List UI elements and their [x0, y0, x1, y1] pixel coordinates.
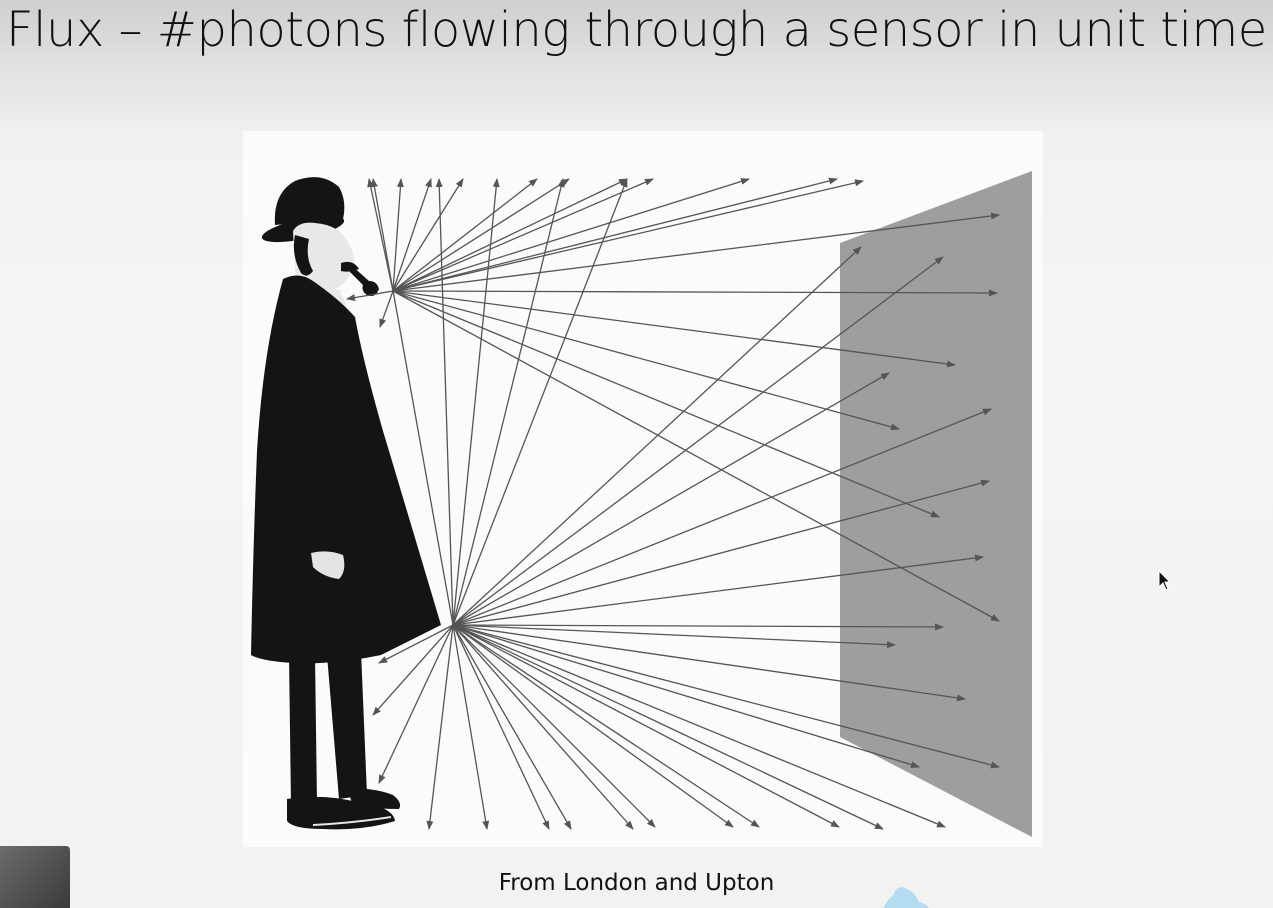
light-ray: [392, 290, 956, 368]
light-ray: [392, 177, 838, 292]
light-ray: [392, 178, 750, 292]
light-ray: [452, 624, 966, 702]
mouse-pointer-icon: [1158, 570, 1172, 591]
light-ray: [392, 178, 538, 292]
light-ray: [452, 624, 634, 830]
light-ray: [426, 624, 454, 830]
person-silhouette: [251, 177, 441, 830]
light-ray: [392, 178, 404, 292]
light-ray: [452, 624, 896, 649]
light-ray: [392, 179, 864, 292]
light-ray: [379, 290, 394, 328]
light-ray: [346, 290, 394, 302]
light-ray: [452, 554, 984, 626]
video-thumbnail: [0, 846, 70, 908]
light-ray: [372, 624, 454, 716]
figure-caption: From London and Upton: [498, 870, 775, 896]
light-ray: [392, 178, 432, 292]
light-ray: [378, 624, 454, 664]
light-ray: [452, 624, 1000, 769]
light-ray: [452, 624, 550, 830]
light-ray: [392, 290, 900, 431]
light-ray: [452, 624, 490, 830]
light-ray: [452, 246, 862, 626]
light-ray: [452, 624, 572, 830]
light-ray: [452, 178, 500, 626]
light-ray: [452, 624, 884, 830]
light-ray: [452, 624, 656, 828]
light-ray: [435, 178, 454, 626]
light-ray: [392, 178, 570, 292]
light-ray: [452, 624, 840, 828]
slide-title: Flux – #photons flowing through a sensor…: [6, 2, 1267, 58]
light-ray: [392, 178, 464, 292]
light-ray: [392, 178, 628, 292]
light-ray: [452, 178, 628, 626]
light-ray: [452, 623, 944, 631]
decorative-cloud-icon: [883, 887, 929, 908]
light-ray: [392, 290, 940, 518]
light-ray: [452, 408, 992, 626]
light-ray: [392, 290, 1000, 622]
light-rays-illustration: [251, 171, 1032, 837]
light-ray: [452, 624, 760, 828]
light-ray: [452, 178, 565, 626]
figure-illustration: [243, 131, 1043, 847]
light-ray: [452, 624, 734, 828]
light-ray: [452, 256, 944, 626]
light-ray: [452, 624, 920, 769]
light-ray: [452, 624, 946, 828]
light-rays: [346, 177, 1000, 830]
light-ray: [370, 178, 454, 626]
light-ray: [452, 372, 890, 626]
light-ray: [392, 178, 654, 292]
light-ray: [452, 479, 990, 626]
light-ray: [378, 624, 454, 784]
light-ray: [367, 178, 394, 292]
light-ray: [392, 212, 1000, 292]
